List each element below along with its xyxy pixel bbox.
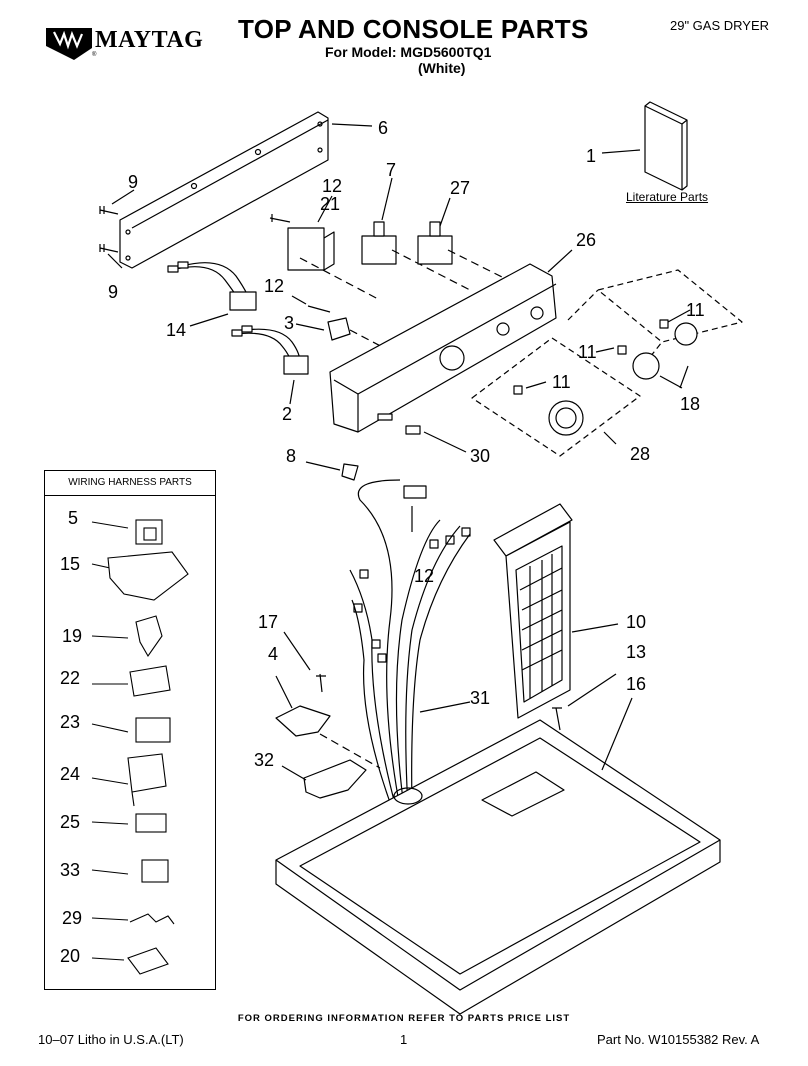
callout-32: 32 <box>254 750 275 770</box>
callout-16: 16 <box>626 674 647 694</box>
callout-22: 22 <box>60 668 81 688</box>
literature-book-icon <box>644 101 688 191</box>
callout-6: 6 <box>378 118 389 138</box>
callout-12-top: 12 <box>322 176 343 196</box>
product-type: 29" GAS DRYER <box>670 18 770 33</box>
dryer-top-panel-icon <box>275 719 721 1015</box>
callout-1: 1 <box>586 146 597 166</box>
callout-19: 19 <box>62 626 83 646</box>
callout-12-harness: 12 <box>414 566 435 586</box>
callout-31: 31 <box>470 688 491 708</box>
callout-11-c: 11 <box>552 372 571 392</box>
wiring-connectors-icon <box>91 519 189 975</box>
callout-9-bottom: 9 <box>108 282 119 302</box>
callout-8: 8 <box>286 446 297 466</box>
litho-info: 10–07 Litho in U.S.A.(LT) <box>38 1032 184 1047</box>
callout-11-b: 11 <box>578 342 597 362</box>
literature-parts-label: Literature Parts <box>626 190 709 204</box>
callout-21: 21 <box>320 194 341 214</box>
callout-2: 2 <box>282 404 293 424</box>
callout-23: 23 <box>60 712 81 732</box>
harness-2-icon <box>231 325 309 375</box>
callout-11-a: 11 <box>686 300 705 320</box>
callout-24: 24 <box>60 764 81 784</box>
callout-7: 7 <box>386 160 397 180</box>
page-number: 1 <box>400 1032 408 1047</box>
lint-screen-icon <box>493 503 573 719</box>
callout-26: 26 <box>576 230 597 250</box>
wiring-harness-parts-box <box>44 470 216 990</box>
registered-mark: ® <box>92 52 97 58</box>
callout-5: 5 <box>68 508 79 528</box>
console-panel-icon <box>329 263 557 433</box>
ordering-note: FOR ORDERING INFORMATION REFER TO PARTS … <box>237 1013 571 1024</box>
callout-14: 14 <box>166 320 187 340</box>
callout-13: 13 <box>626 642 647 662</box>
callout-15: 15 <box>60 554 81 574</box>
model-line: For Model: MGD5600TQ1 <box>325 44 492 60</box>
brand-name: MAYTAG <box>95 27 204 53</box>
callout-10: 10 <box>626 612 647 632</box>
callout-12-mid: 12 <box>264 276 285 296</box>
callout-27: 27 <box>450 178 471 198</box>
callout-20: 20 <box>60 946 81 966</box>
main-wire-harness-icon <box>349 479 471 809</box>
callout-9-top: 9 <box>128 172 139 192</box>
wiring-harness-parts-title: WIRING HARNESS PARTS <box>44 470 216 496</box>
console-bracket-icon <box>119 111 329 269</box>
callout-3: 3 <box>284 313 295 333</box>
page-title: TOP AND CONSOLE PARTS <box>238 14 589 44</box>
callout-29: 29 <box>62 908 83 928</box>
callout-33: 33 <box>60 860 81 880</box>
callout-18: 18 <box>680 394 701 414</box>
color-line: (White) <box>418 60 466 76</box>
harness-14-icon <box>167 261 257 311</box>
callout-4: 4 <box>268 644 279 664</box>
callout-17: 17 <box>258 612 279 632</box>
maytag-logo-icon <box>46 28 92 60</box>
callout-28: 28 <box>630 444 651 464</box>
part-number: Part No. W10155382 Rev. A <box>597 1032 760 1047</box>
callout-25: 25 <box>60 812 81 832</box>
callout-30: 30 <box>470 446 491 466</box>
